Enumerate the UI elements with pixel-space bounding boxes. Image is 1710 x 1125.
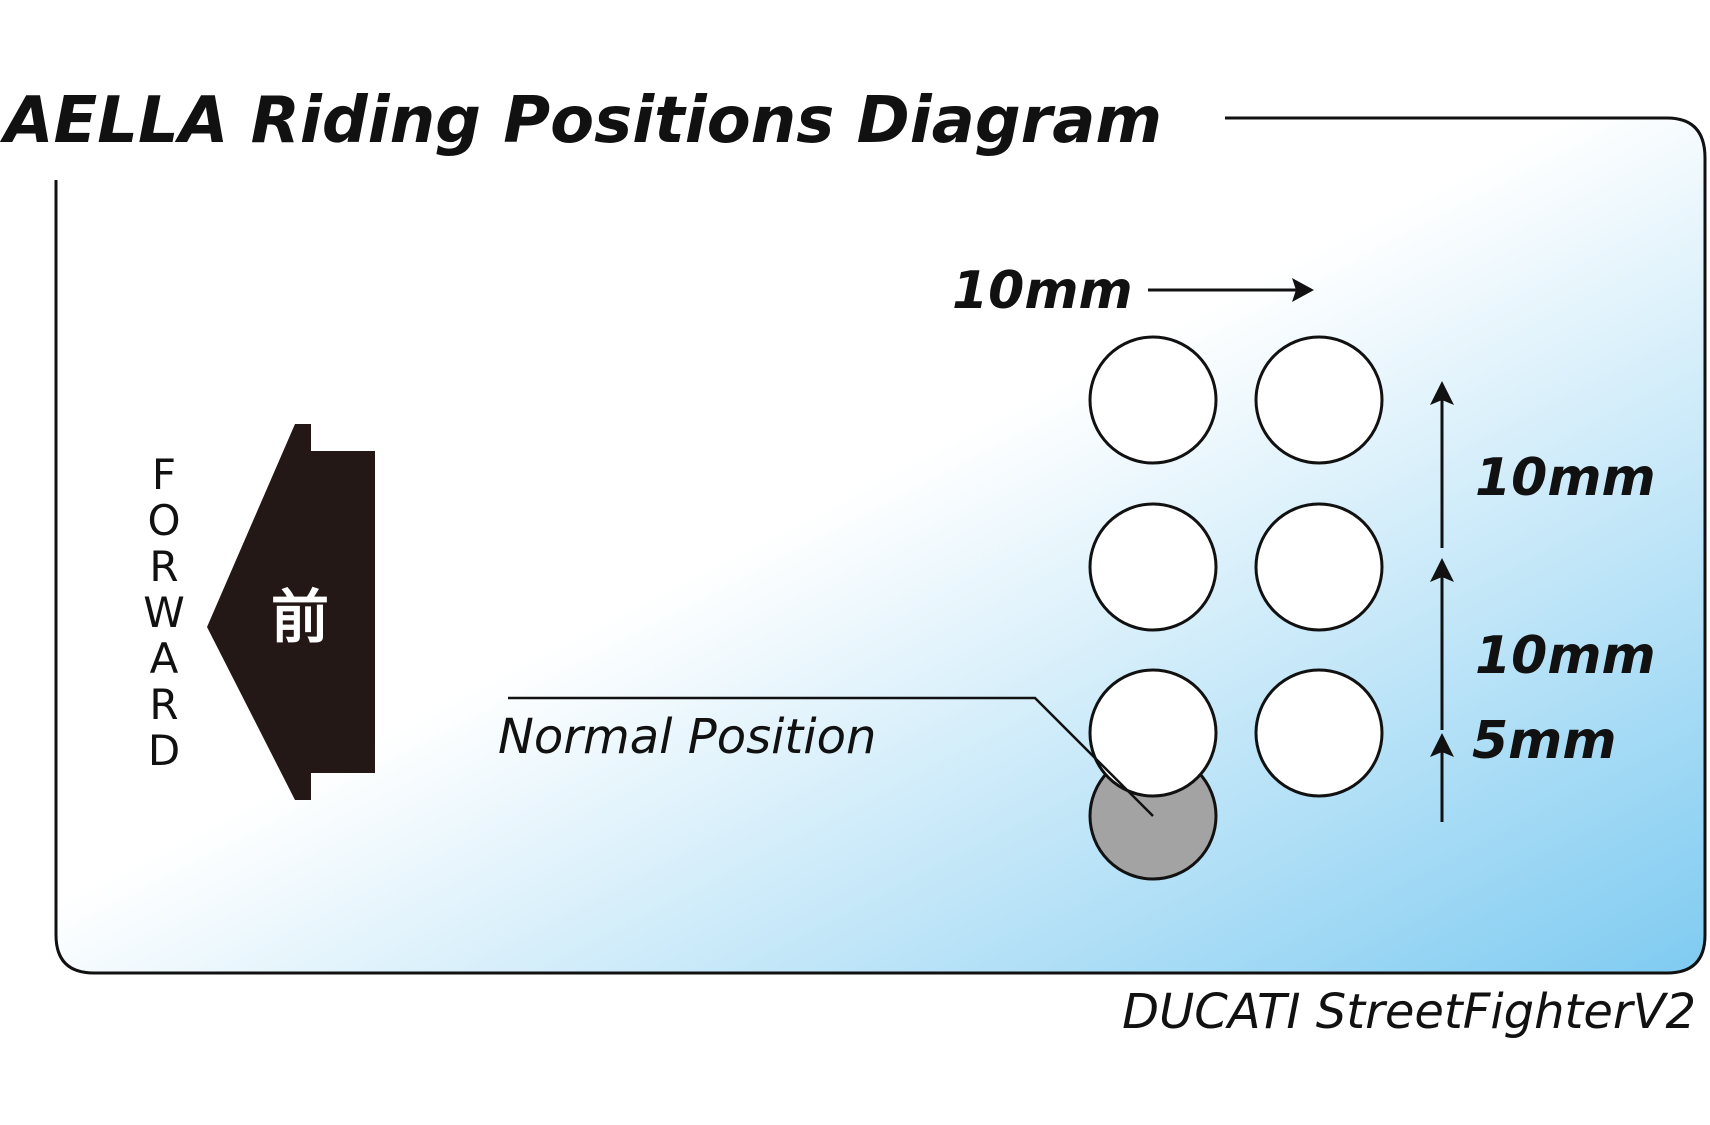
forward-arrow-icon <box>207 424 375 800</box>
position-hole <box>1088 335 1218 465</box>
arrow-up-icon <box>1430 381 1454 405</box>
forward-letter: A <box>150 634 179 683</box>
model-caption: DUCATI StreetFighterV2 <box>1122 984 1696 1040</box>
vertical-dimension-label-middle: 10mm <box>1475 626 1656 686</box>
forward-letter: D <box>148 726 180 775</box>
normal-position-leader-line <box>508 696 1154 817</box>
vertical-dimension-label-top: 10mm <box>1475 448 1656 508</box>
normal-position-label: Normal Position <box>498 709 876 765</box>
forward-letter: O <box>147 496 180 545</box>
forward-letter: F <box>152 450 176 499</box>
horizontal-dimension-label: 10mm <box>952 261 1133 321</box>
position-hole <box>1088 502 1218 632</box>
position-hole <box>1088 668 1218 798</box>
position-hole <box>1254 502 1384 632</box>
arrow-up-icon <box>1430 558 1454 582</box>
forward-letter: R <box>149 680 178 729</box>
position-hole <box>1254 668 1384 798</box>
position-hole <box>1254 335 1384 465</box>
arrow-up-icon <box>1430 733 1454 757</box>
arrow-right-icon <box>1292 278 1314 302</box>
diagram-title: AELLA Riding Positions Diagram <box>0 84 1162 158</box>
panel-border <box>54 116 1707 975</box>
vertical-dimension-label-bottom: 5mm <box>1472 711 1617 771</box>
forward-letter: W <box>143 588 185 637</box>
forward-letter: R <box>149 542 178 591</box>
forward-kanji: 前 <box>271 583 329 651</box>
